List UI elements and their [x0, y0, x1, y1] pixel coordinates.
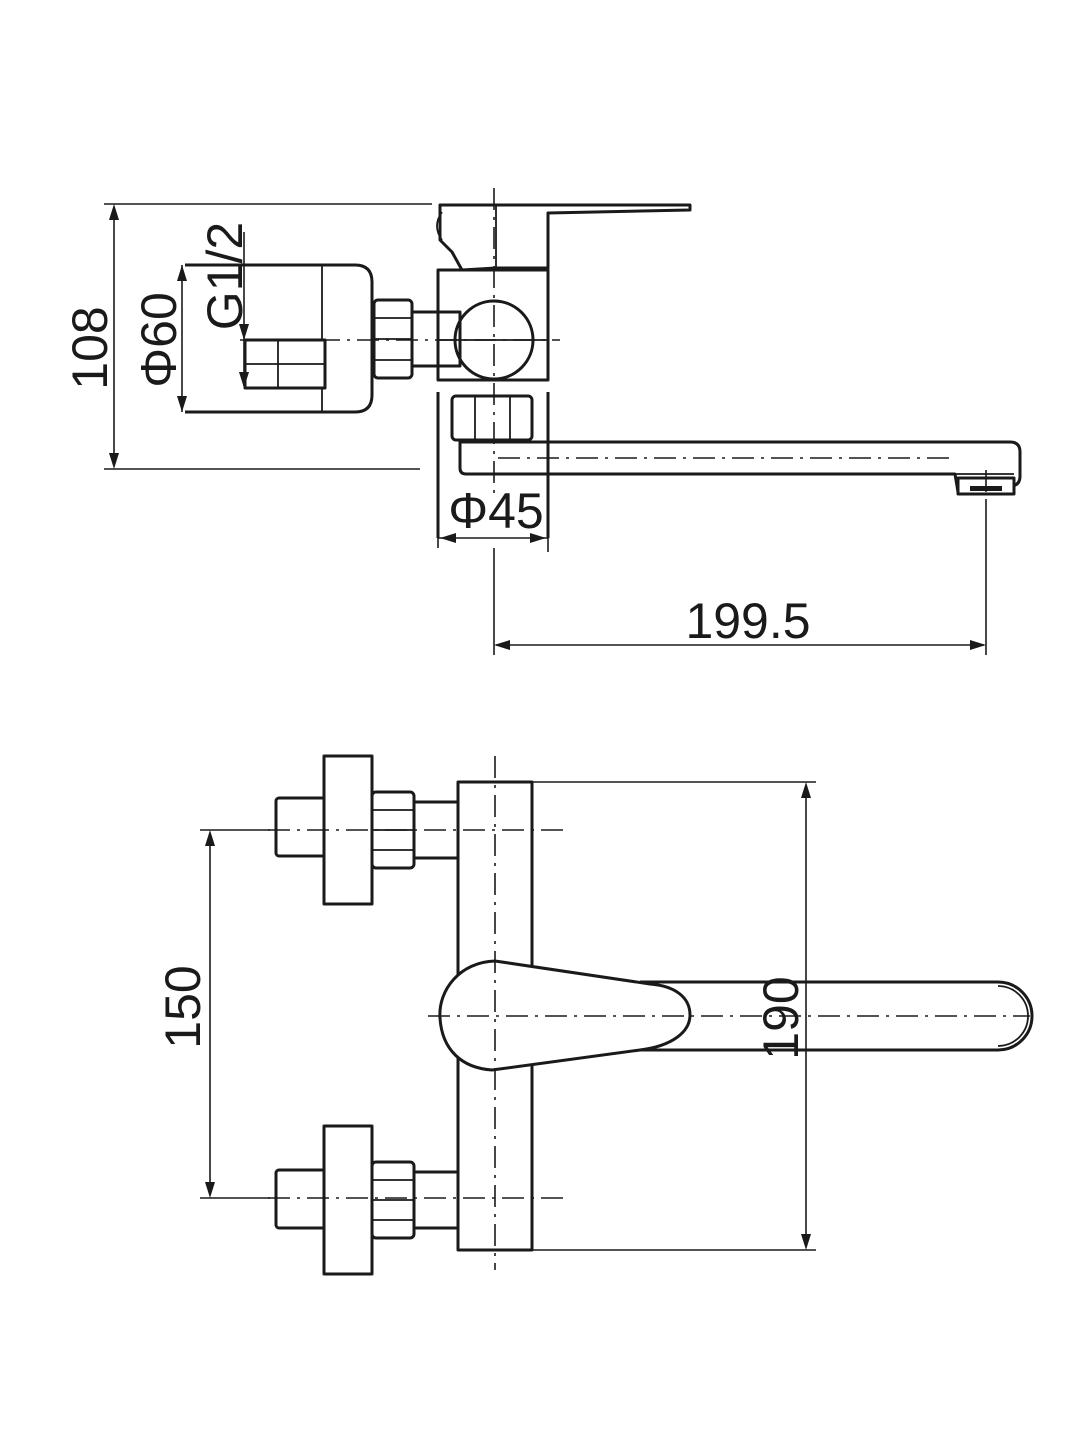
side-view: 108 Φ60 G1/2 Φ45: [62, 188, 1022, 655]
side-hex-nut: [372, 298, 414, 380]
side-eccentric-inlet: [185, 263, 374, 414]
dim-overall-width: 190: [532, 781, 816, 1251]
dim-spout-reach: 199.5: [493, 500, 987, 655]
dim-escutcheon-diameter: Φ45: [437, 470, 549, 552]
top-lower-inlet: [274, 1124, 460, 1276]
dim-inlet-centers-label: 150: [155, 965, 211, 1048]
top-view: 150 190: [155, 754, 1034, 1276]
dim-escutcheon-diameter-label: Φ45: [448, 483, 544, 539]
dim-thread: G1/2: [197, 222, 253, 388]
side-connector-pipe: [410, 310, 462, 368]
dim-thread-label: G1/2: [197, 222, 253, 330]
side-spout: [458, 440, 1022, 496]
top-spout: [640, 980, 1034, 1052]
dim-body-diameter: Φ60: [131, 265, 187, 412]
dim-height-label: 108: [62, 306, 118, 389]
dim-height: 108: [62, 203, 432, 470]
side-lever-handle: [436, 203, 692, 272]
dim-overall-width-label: 190: [753, 976, 809, 1059]
dim-body-diameter-label: Φ60: [131, 292, 187, 388]
dim-spout-reach-label: 199.5: [685, 593, 810, 649]
dim-inlet-centers: 150: [155, 829, 270, 1199]
side-spout-nut: [450, 394, 534, 442]
